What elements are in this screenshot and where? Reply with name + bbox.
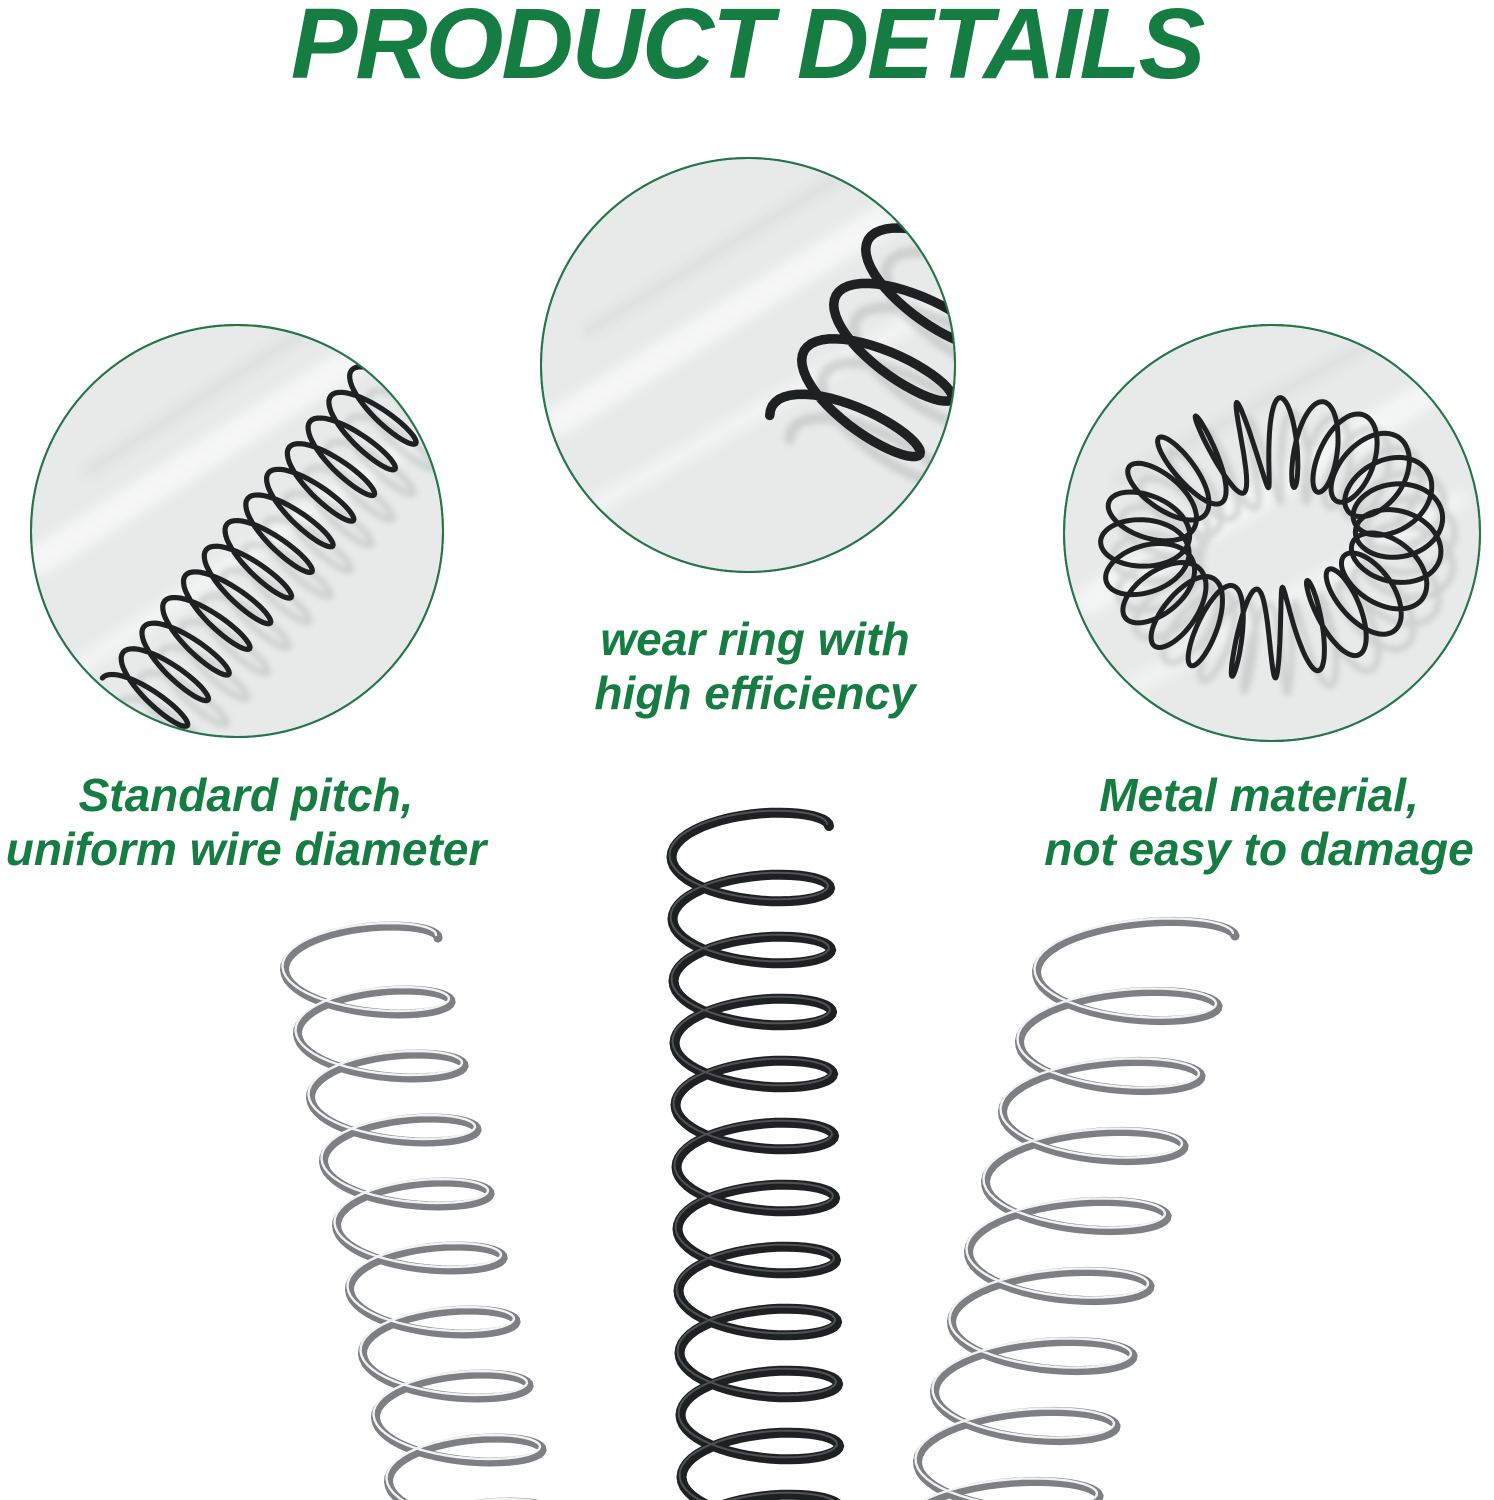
spring-end-photo	[764, 223, 955, 462]
caption-wear-ring: wear ring with high efficiency	[535, 612, 975, 720]
caption-line: Standard pitch,	[78, 769, 414, 821]
diagonal-spring-photo	[99, 338, 443, 729]
product-spring-middle	[666, 807, 845, 1500]
spring-shadow	[117, 361, 443, 737]
spring-wire	[1098, 395, 1446, 681]
spring-wire	[279, 921, 547, 1500]
feature-photo-border-right	[1063, 324, 1481, 742]
spring-highlight	[281, 921, 542, 1500]
caption-line: uniform wire diameter	[5, 823, 487, 875]
caption-standard-pitch: Standard pitch, uniform wire diameter	[0, 768, 506, 876]
spring-highlight	[914, 917, 1235, 1500]
caption-line: not easy to damage	[1044, 823, 1474, 875]
spring-wire	[99, 338, 443, 729]
caption-line: high efficiency	[594, 667, 916, 719]
page-title: PRODUCT DETAILS	[290, 0, 1206, 100]
background-streak	[561, 291, 955, 529]
product-spring-left	[279, 921, 547, 1500]
ring-spring-photo	[1098, 395, 1446, 681]
background-streak	[545, 175, 945, 435]
spring-wire	[912, 916, 1240, 1500]
feature-photo-border-left	[30, 324, 444, 738]
spring-shadow-path	[117, 361, 443, 737]
background-streak	[83, 325, 437, 477]
background-streak	[31, 325, 415, 575]
spring-wire	[666, 807, 845, 1500]
product-spring-right	[912, 916, 1240, 1500]
caption-metal-material: Metal material, not easy to damage	[1024, 768, 1494, 876]
caption-line: wear ring with	[600, 613, 910, 665]
feature-photo-left-content	[31, 325, 443, 737]
caption-line: Metal material,	[1099, 769, 1419, 821]
feature-photo-border-middle	[540, 157, 956, 573]
spring-highlight	[668, 809, 839, 1500]
spring-wire	[764, 223, 955, 462]
